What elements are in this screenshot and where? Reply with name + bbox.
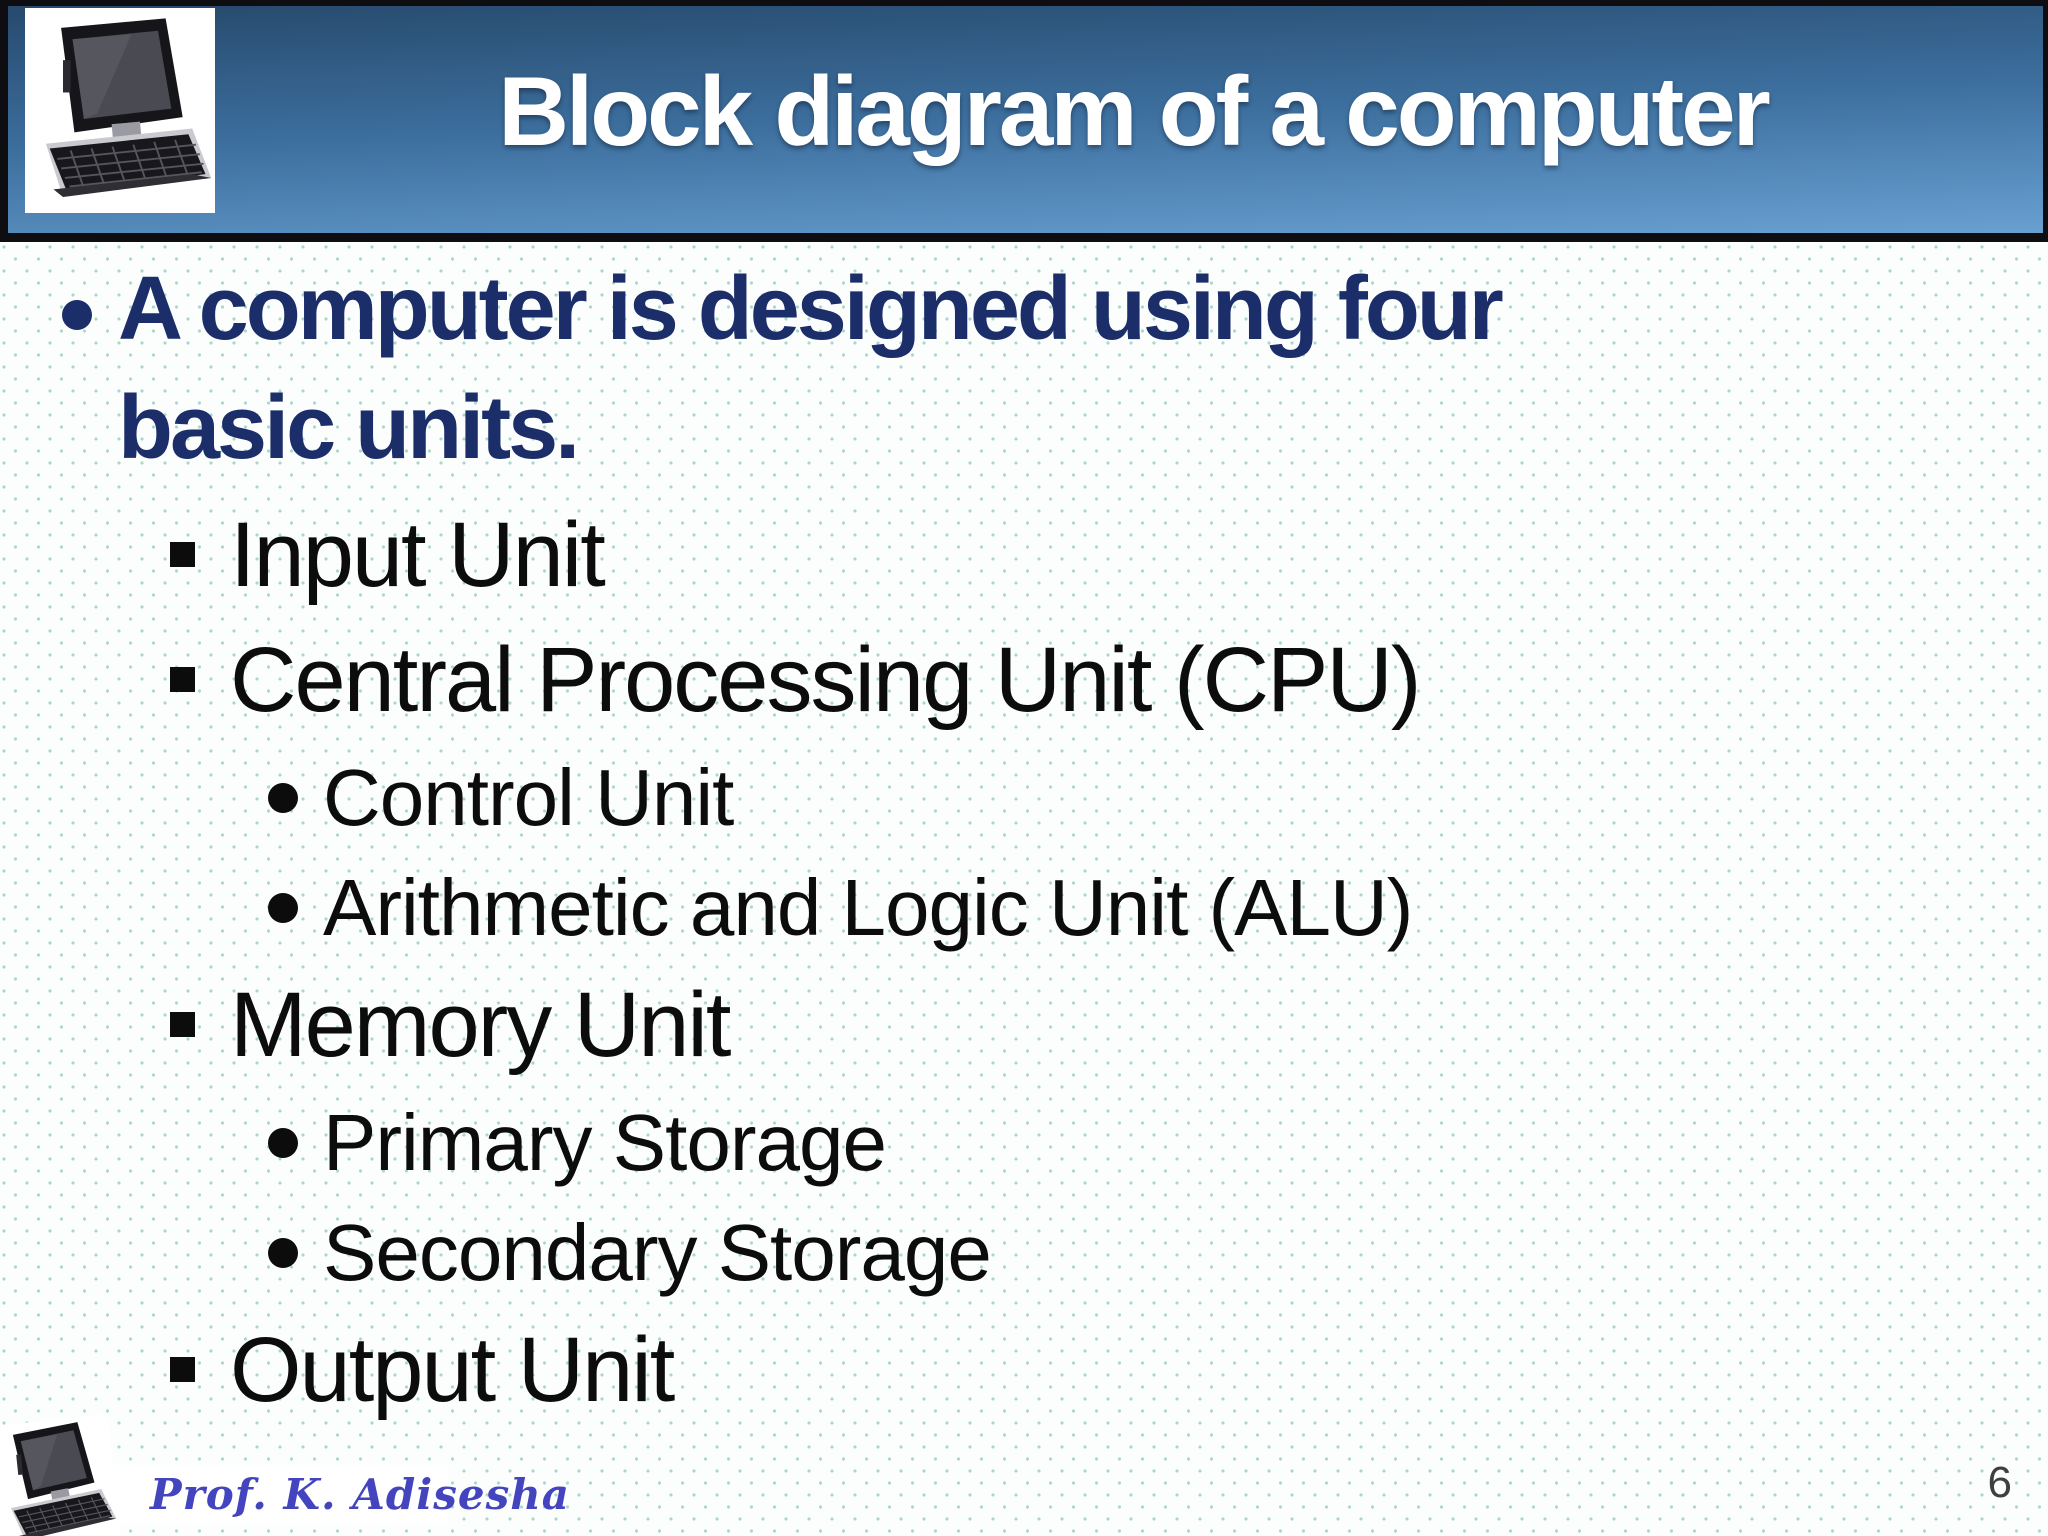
list-item: A computer is designed using four basic … bbox=[0, 250, 2048, 488]
list-item-label: Arithmetic and Logic Unit (ALU) bbox=[323, 863, 1413, 952]
laptop-image bbox=[25, 8, 215, 213]
square-bullet-icon bbox=[170, 1012, 195, 1037]
circle-bullet-icon bbox=[268, 1238, 298, 1268]
header-banner: Block diagram of a computer bbox=[0, 0, 2048, 242]
slide-body: A computer is designed using four basic … bbox=[0, 242, 2048, 1536]
list-item-label: Central Processing Unit (CPU) bbox=[230, 629, 1421, 731]
signature-background bbox=[103, 1465, 448, 1525]
list-item-label: Primary Storage bbox=[323, 1098, 887, 1187]
circle-bullet-icon bbox=[268, 893, 298, 923]
list-item: Output Unit bbox=[0, 1313, 2048, 1428]
list-item-label: Input Unit bbox=[230, 504, 606, 606]
slide-title: Block diagram of a computer bbox=[498, 56, 1771, 166]
list-item: Control Unit bbox=[0, 748, 2048, 848]
bullet-list: A computer is designed using four basic … bbox=[0, 250, 2048, 1428]
list-item: Primary Storage bbox=[0, 1093, 2048, 1193]
header-logo-box bbox=[25, 8, 215, 213]
square-bullet-icon bbox=[170, 1357, 195, 1382]
laptop-image-footer bbox=[0, 1414, 122, 1536]
list-item: Input Unit bbox=[0, 498, 2048, 613]
list-item-label: Control Unit bbox=[323, 753, 734, 842]
list-item-label: Output Unit bbox=[230, 1319, 675, 1421]
list-item-label: Memory Unit bbox=[230, 974, 731, 1076]
author-signature: Prof. K. Adisesha bbox=[150, 1470, 570, 1519]
list-item: Arithmetic and Logic Unit (ALU) bbox=[0, 858, 2048, 958]
list-item: Central Processing Unit (CPU) bbox=[0, 623, 2048, 738]
square-bullet-icon bbox=[170, 667, 195, 692]
circle-bullet-icon bbox=[268, 783, 298, 813]
circle-bullet-icon bbox=[268, 1128, 298, 1158]
page-number: 6 bbox=[1987, 1458, 2012, 1507]
list-item: Secondary Storage bbox=[0, 1203, 2048, 1303]
circle-bullet-icon bbox=[62, 300, 92, 330]
list-item: Memory Unit bbox=[0, 968, 2048, 1083]
list-item-label: Secondary Storage bbox=[323, 1208, 992, 1297]
list-item-label: A computer is designed using four basic … bbox=[118, 259, 1504, 478]
square-bullet-icon bbox=[170, 542, 195, 567]
